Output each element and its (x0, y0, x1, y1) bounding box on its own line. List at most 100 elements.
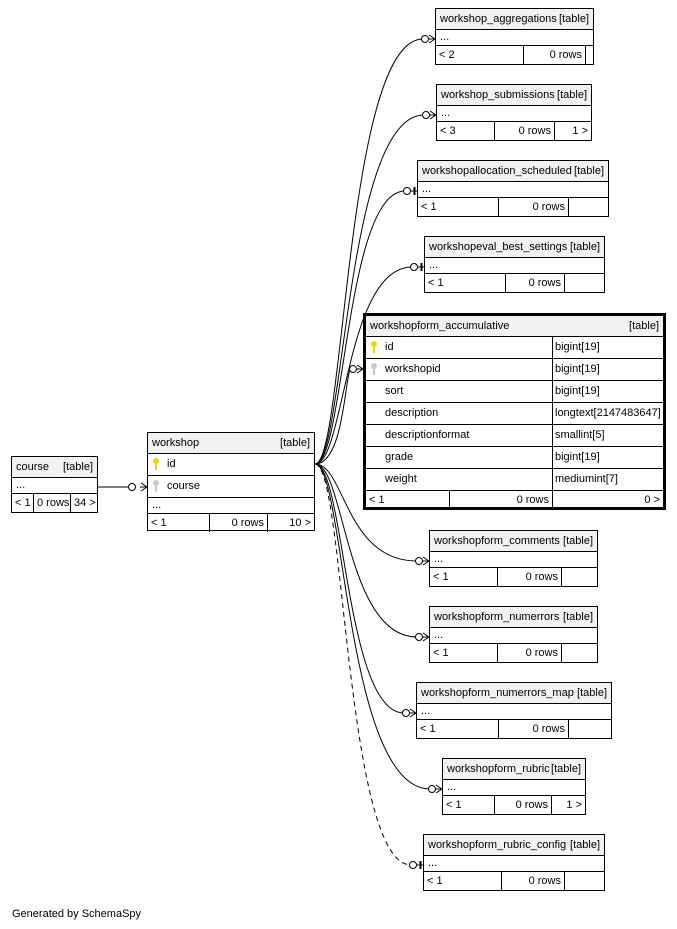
table-workshopform-numerrors[interactable]: workshopform_numerrors [table] ... < 1 0… (429, 606, 598, 663)
column-row[interactable]: sort bigint[19] (366, 381, 663, 403)
children-count[interactable] (562, 644, 597, 662)
optional-circle-marker (415, 557, 423, 565)
column-row[interactable]: weight mediumint[7] (366, 469, 663, 491)
table-workshopeval-best-settings[interactable]: workshopeval_best_settings [table] ... <… (424, 236, 605, 293)
one-bar-marker (420, 263, 423, 271)
foreign-key-icon (370, 363, 380, 376)
table-name: workshopform_numerrors_map (421, 687, 574, 699)
children-count[interactable] (565, 274, 604, 292)
crow-foot-marker (422, 632, 430, 642)
optional-circle-marker (410, 263, 418, 271)
column-row[interactable]: id (148, 454, 314, 476)
column-row[interactable]: descriptionformat smallint[5] (366, 425, 663, 447)
relationship-line (314, 463, 418, 638)
column-name: weight (385, 473, 417, 485)
table-name: workshop_submissions (441, 89, 555, 101)
children-count[interactable]: 1 > (572, 125, 588, 137)
column-name: descriptionformat (385, 429, 470, 441)
row-count: 0 rows (498, 644, 562, 662)
table-workshop-aggregations[interactable]: workshop_aggregations [table] ... < 2 0 … (435, 8, 594, 65)
table-header: workshopform_accumulative [table] (366, 316, 663, 337)
generated-by-label: Generated by SchemaSpy (12, 908, 142, 920)
table-workshopallocation-scheduled[interactable]: workshopallocation_scheduled [table] ...… (417, 160, 609, 217)
children-count[interactable] (569, 198, 608, 216)
parents-count[interactable]: < 1 (417, 720, 499, 738)
column-type: bigint[19] (555, 451, 600, 463)
optional-circle-marker (402, 709, 410, 717)
column-name: id (385, 341, 394, 353)
relationship-line (314, 463, 431, 790)
table-name: workshopeval_best_settings (429, 241, 568, 253)
table-tag: [table] (280, 437, 310, 449)
children-count[interactable]: 10 > (289, 517, 311, 529)
children-count[interactable] (562, 568, 597, 586)
parents-count[interactable]: < 1 (443, 796, 495, 814)
relationship-line (314, 266, 413, 465)
column-type: mediumint[7] (555, 473, 618, 485)
table-name: workshopform_numerrors (434, 611, 560, 623)
foreign-key-icon (152, 480, 162, 493)
table-workshop-submissions[interactable]: workshop_submissions [table] ... < 3 0 r… (436, 84, 592, 141)
crow-foot-marker (428, 34, 436, 44)
table-tag: [table] (570, 241, 600, 253)
table-workshopform-numerrors-map[interactable]: workshopform_numerrors_map [table] ... <… (416, 682, 612, 739)
more-columns: ... (425, 258, 604, 274)
table-course[interactable]: course [table] ... < 1 0 rows 34 > (11, 456, 98, 513)
parents-count[interactable]: < 1 (418, 198, 499, 216)
children-count[interactable] (586, 46, 593, 64)
table-name: workshop_aggregations (440, 13, 557, 25)
parents-count[interactable]: < 2 (436, 46, 524, 64)
column-row[interactable]: grade bigint[19] (366, 447, 663, 469)
column-row[interactable]: workshopid bigint[19] (366, 359, 663, 381)
column-row[interactable]: course (148, 476, 314, 498)
crow-foot-marker (422, 556, 430, 566)
children-count[interactable] (565, 872, 604, 890)
parents-count[interactable]: < 1 (148, 514, 210, 532)
table-workshopform-rubric-config[interactable]: workshopform_rubric_config [table] ... <… (423, 834, 605, 891)
table-workshopform-rubric[interactable]: workshopform_rubric [table] ... < 1 0 ro… (442, 758, 586, 815)
primary-key-icon (152, 458, 162, 471)
table-workshopform-comments[interactable]: workshopform_comments [table] ... < 1 0 … (429, 530, 598, 587)
children-count[interactable]: 0 > (644, 494, 660, 506)
table-workshop[interactable]: workshop [table] id course ... < 1 0 row… (147, 432, 315, 532)
table-header: workshopform_numerrors_map [table] (417, 683, 611, 704)
column-name: workshopid (385, 363, 441, 375)
table-tag: [table] (563, 535, 593, 547)
parents-count[interactable]: < 1 (12, 494, 34, 512)
column-row[interactable]: description longtext[2147483647] (366, 403, 663, 425)
one-bar-marker (419, 861, 422, 869)
parents-count[interactable]: < 1 (424, 872, 502, 890)
row-count: 0 rows (498, 568, 562, 586)
column-row[interactable]: id bigint[19] (366, 337, 663, 359)
column-type: bigint[19] (555, 385, 600, 397)
relationship-line (314, 463, 405, 714)
parents-count[interactable]: < 1 (425, 274, 506, 292)
parents-count[interactable]: < 1 (430, 568, 498, 586)
parents-count[interactable]: < 1 (430, 644, 498, 662)
parents-count[interactable]: < 3 (437, 122, 495, 140)
optional-circle-marker (403, 187, 411, 195)
more-columns: ... (430, 552, 597, 568)
table-workshopform-accumulative[interactable]: workshopform_accumulative [table] id big… (363, 313, 666, 510)
row-count: 0 rows (34, 494, 71, 512)
table-name: workshopform_comments (434, 535, 560, 547)
table-tag: [table] (570, 839, 600, 851)
children-count[interactable] (569, 720, 611, 738)
relationship-line (314, 114, 425, 465)
optional-circle-marker (422, 111, 430, 119)
children-count[interactable]: 1 > (566, 799, 582, 811)
table-tag: [table] (563, 611, 593, 623)
table-header: workshopform_rubric [table] (443, 759, 585, 780)
row-count: 0 rows (495, 796, 552, 814)
table-header: workshop_submissions [table] (437, 85, 591, 106)
column-name: sort (385, 385, 404, 397)
table-tag: [table] (629, 320, 659, 332)
column-name: description (385, 407, 439, 419)
optional-circle-marker (409, 861, 417, 869)
column-type: bigint[19] (555, 341, 600, 353)
children-count[interactable]: 34 > (74, 497, 96, 509)
table-header: course [table] (12, 457, 97, 478)
table-header: workshopeval_best_settings [table] (425, 237, 604, 258)
crow-foot-marker (435, 784, 443, 794)
parents-count[interactable]: < 1 (366, 491, 450, 509)
